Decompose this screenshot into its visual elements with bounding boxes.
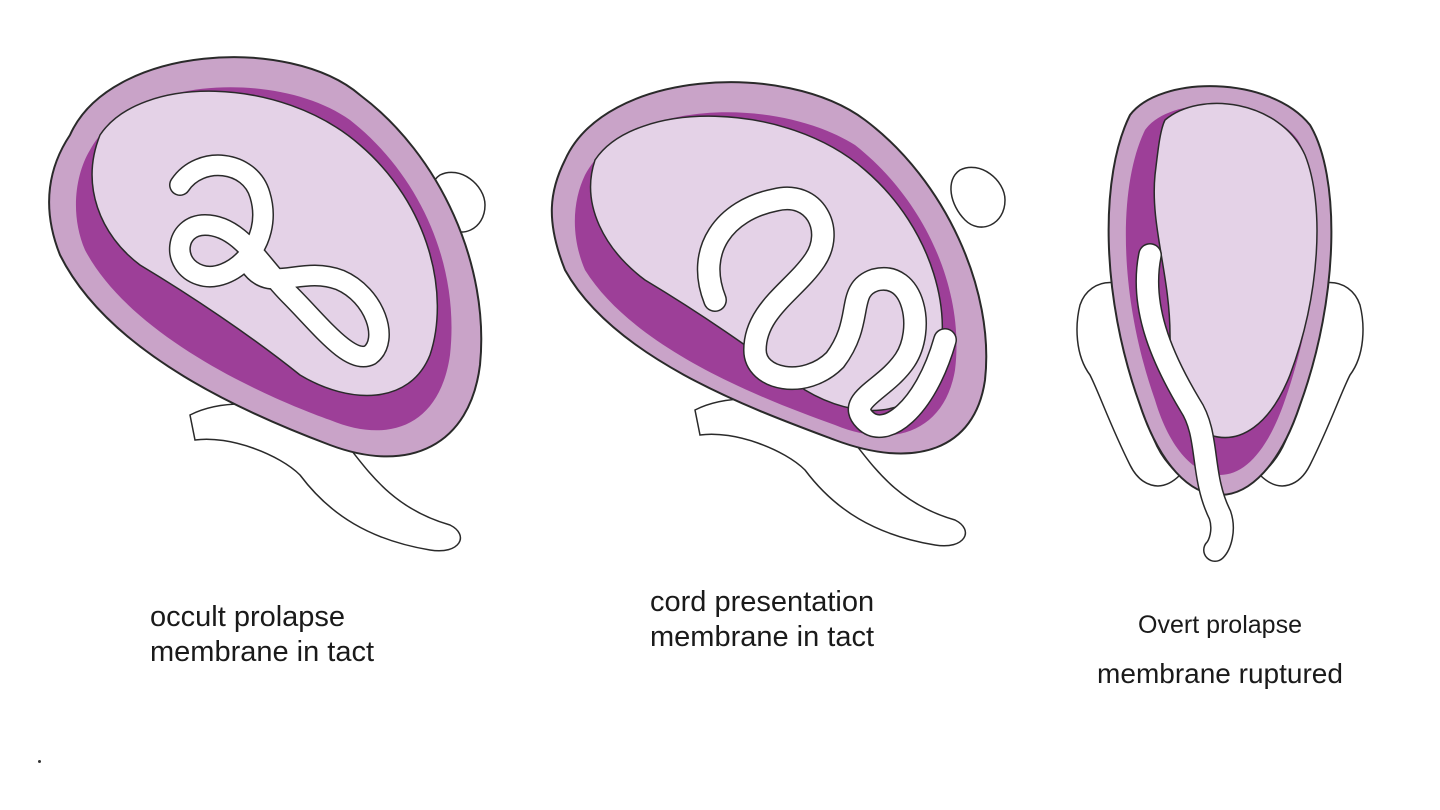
caption-overt-prolapse: Overt prolapse membrane ruptured xyxy=(1085,613,1355,688)
stray-dot xyxy=(38,760,41,763)
caption-line-2: membrane in tact xyxy=(150,635,375,668)
caption-line-2: membrane ruptured xyxy=(1097,658,1343,689)
umbilical-cord xyxy=(1135,243,1235,562)
pubic-bone xyxy=(950,166,1006,228)
cord-presentation-illustration xyxy=(550,81,1006,547)
caption-line-1: occult prolapse xyxy=(150,601,346,633)
overt-prolapse-illustration xyxy=(1076,85,1364,562)
occult-prolapse-illustration xyxy=(48,56,486,552)
caption-line-1: cord presentation xyxy=(650,586,875,618)
caption-line-2: membrane in tact xyxy=(650,620,875,653)
caption-line-1: Overt prolapse xyxy=(1138,611,1302,639)
fetus-body xyxy=(1153,102,1318,439)
panel-occult-prolapse xyxy=(30,35,530,575)
panel-overt-prolapse xyxy=(1070,75,1370,565)
caption-occult-prolapse: occult prolapse membrane in tact xyxy=(150,600,374,670)
umbilical-cord xyxy=(696,186,957,438)
umbilical-cord xyxy=(168,154,390,368)
panel-cord-presentation xyxy=(545,60,1045,580)
caption-cord-presentation: cord presentation membrane in tact xyxy=(650,585,874,655)
